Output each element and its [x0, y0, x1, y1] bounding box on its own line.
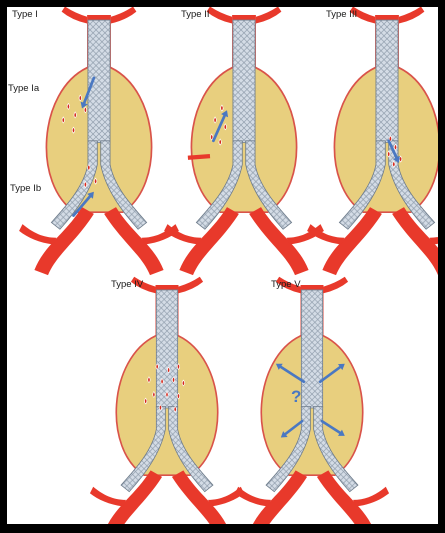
blood-drop-icon: [221, 105, 224, 111]
aorta-type-iv: [90, 277, 244, 524]
blood-drop-icon: [172, 377, 174, 383]
stent-graft-icon: [376, 20, 398, 142]
left-internal-iliac: [307, 224, 344, 244]
right-branch-vessel: [323, 277, 348, 293]
left-branch-vessel: [207, 7, 233, 24]
aorta-type-ii: [164, 7, 324, 275]
right-branch-vessel: [111, 7, 136, 24]
label-type-i: Type I: [12, 9, 38, 20]
stent-graft-icon: [233, 20, 255, 142]
right-branch-vessel: [256, 7, 282, 24]
blood-drop-icon: [67, 103, 70, 109]
right-internal-iliac: [353, 487, 389, 507]
blood-drop-icon: [62, 117, 65, 123]
label-type-ii: Type II: [181, 9, 210, 20]
lumbar-artery-feeder: [188, 156, 210, 158]
blood-drop-icon: [177, 364, 179, 370]
right-branch-vessel: [178, 277, 203, 293]
blood-drop-icon: [214, 117, 217, 123]
label-type-ia: Type Ia: [8, 83, 39, 94]
blood-drop-icon: [177, 393, 179, 399]
blood-drop-icon: [393, 161, 396, 167]
blood-drop-icon: [84, 107, 87, 113]
right-branch-vessel: [399, 7, 425, 24]
blood-drop-icon: [394, 144, 397, 150]
blood-drop-icon: [159, 405, 161, 411]
blood-drop-icon: [174, 406, 176, 412]
blood-drop-icon: [161, 378, 163, 384]
label-type-v: Type V: [271, 279, 301, 290]
aorta-type-v: [235, 277, 389, 524]
blood-drop-icon: [387, 151, 390, 157]
label-type-iii: Type III: [326, 9, 357, 20]
blood-drop-icon: [79, 95, 82, 101]
blood-drop-icon: [74, 112, 77, 118]
blood-drop-icon: [72, 127, 75, 133]
aorta-type-iii: [307, 7, 438, 275]
stent-graft-icon: [301, 290, 322, 408]
figure-panel: Type I Type Ia Type Ib Type II Type III …: [7, 7, 438, 524]
blood-drop-icon: [224, 124, 227, 130]
blood-drop-icon: [210, 134, 213, 140]
left-branch-vessel: [62, 7, 88, 24]
blood-drop-icon: [166, 392, 168, 398]
right-iliac-artery: [392, 207, 438, 275]
left-internal-iliac: [90, 487, 126, 507]
blood-drop-icon: [167, 367, 169, 373]
blood-drop-icon: [153, 392, 155, 398]
blood-drop-icon: [148, 377, 150, 383]
label-type-ib: Type Ib: [10, 183, 41, 194]
blood-drop-icon: [182, 380, 184, 386]
blood-drop-icon: [219, 139, 222, 145]
blood-drop-icon: [84, 182, 87, 188]
endoleak-diagram: [7, 7, 438, 524]
left-internal-iliac: [164, 224, 201, 244]
aorta-type-i: [19, 7, 179, 275]
stent-graft-icon: [156, 290, 177, 408]
left-internal-iliac: [235, 487, 271, 507]
question-mark-icon: ?: [291, 387, 301, 407]
label-type-iv: Type IV: [111, 279, 143, 290]
blood-drop-icon: [94, 178, 97, 184]
left-internal-iliac: [19, 224, 56, 244]
blood-drop-icon: [144, 398, 146, 404]
blood-drop-icon: [156, 364, 158, 370]
blood-drop-icon: [88, 165, 91, 171]
